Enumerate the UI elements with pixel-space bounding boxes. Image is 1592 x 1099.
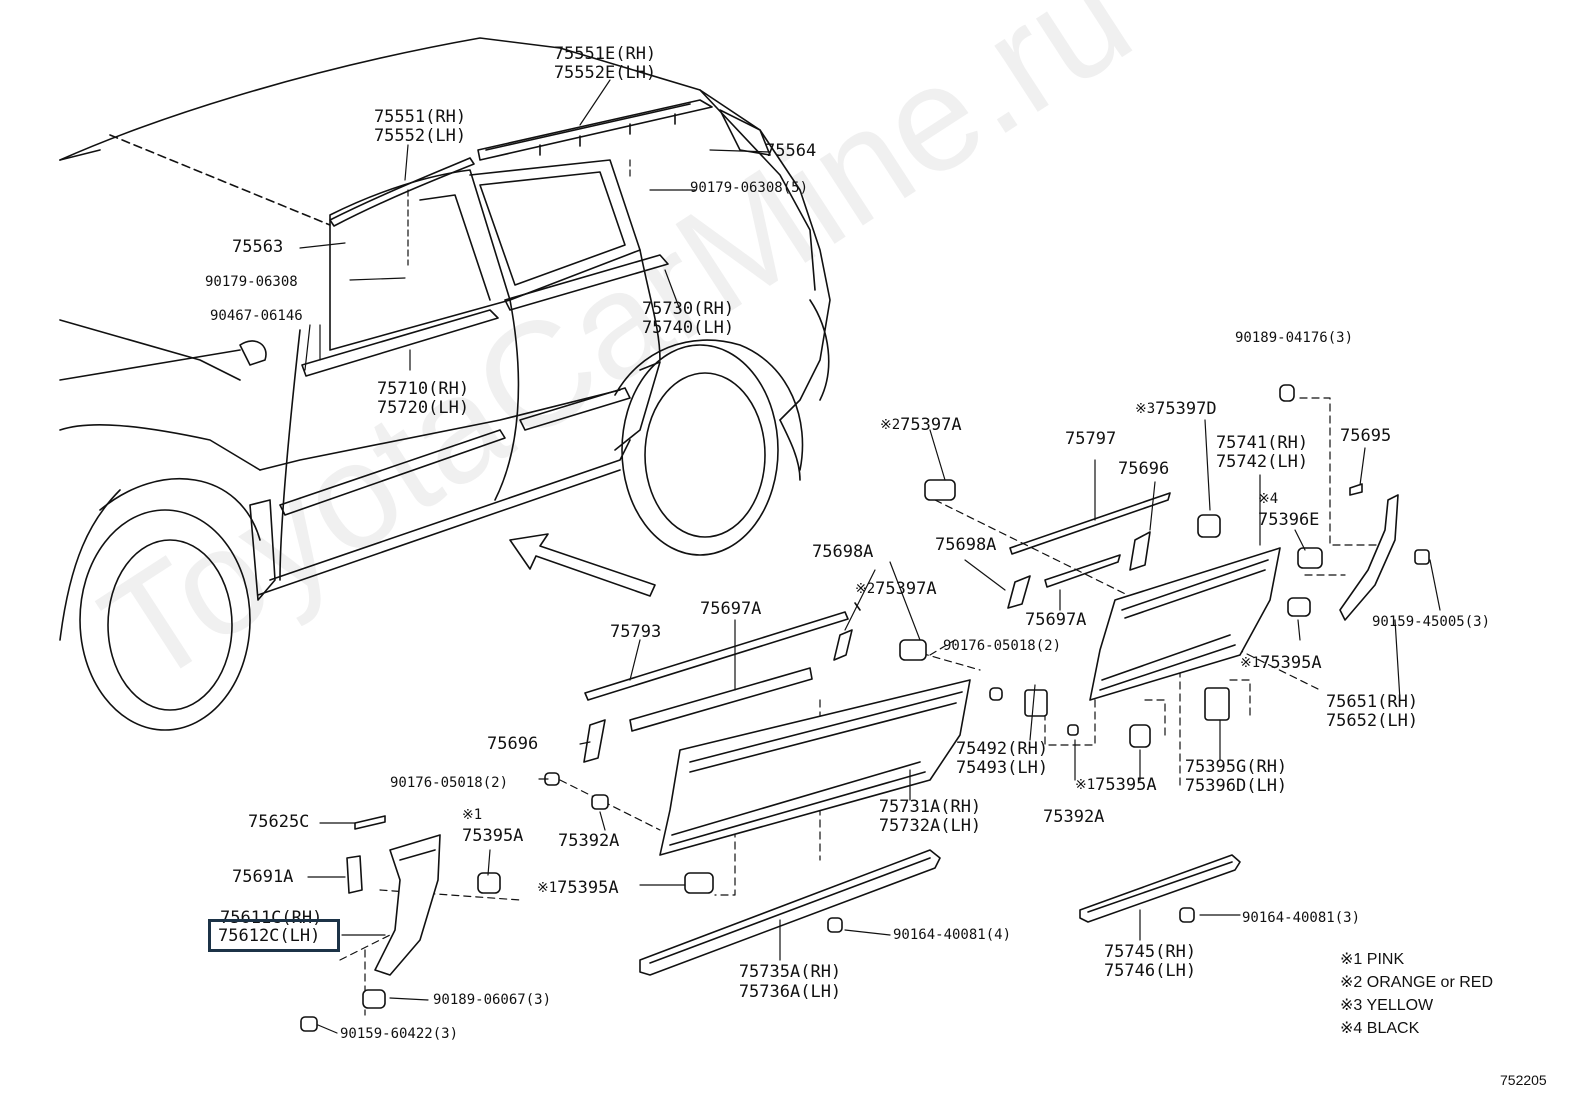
part-90159-60422[interactable]: 90159-60422(3)	[340, 1026, 459, 1042]
quarter-molding-75741	[1089, 547, 1281, 701]
part-75731A[interactable]: 75731A(RH)	[878, 797, 982, 817]
part-90176-05018-left[interactable]: 90176-05018(2)	[390, 775, 509, 791]
part-75625C[interactable]: 75625C	[248, 812, 310, 832]
part-75397A-lower[interactable]: ※275397A	[855, 579, 937, 599]
direction-arrow	[509, 533, 656, 597]
part-75395A-right[interactable]: ※175395A	[1240, 653, 1322, 673]
part-75564[interactable]: 75564	[765, 141, 817, 161]
part-75697A-right[interactable]: 75697A	[1025, 610, 1087, 630]
part-75395A-left[interactable]: 75395A	[462, 826, 524, 846]
part-75552E[interactable]: 75552E(LH)	[553, 63, 657, 83]
part-90164-40081-right[interactable]: 90164-40081(3)	[1242, 910, 1361, 926]
part-75611C[interactable]: 75611C(RH)	[220, 908, 323, 928]
part-75551[interactable]: 75551(RH)	[373, 107, 467, 127]
selected-part-highlight	[208, 919, 340, 952]
part-75710[interactable]: 75710(RH)	[376, 379, 470, 399]
legend-item: ※4 BLACK	[1340, 1020, 1420, 1037]
part-75612C[interactable]: 75612C(LH)	[218, 926, 321, 946]
part-75392A-left[interactable]: 75392A	[558, 831, 620, 851]
part-90179-06308-5[interactable]: 90179-06308(5)	[690, 180, 809, 196]
part-75552[interactable]: 75552(LH)	[373, 126, 467, 146]
part-75493[interactable]: 75493(LH)	[955, 758, 1049, 778]
roof-rails	[329, 99, 713, 227]
part-90189-06067[interactable]: 90189-06067(3)	[433, 992, 552, 1008]
part-75698A-right[interactable]: 75698A	[935, 535, 997, 555]
part-75735A[interactable]: 75735A(RH)	[738, 962, 842, 982]
diagram-number: 752205	[1500, 1072, 1547, 1088]
part-90176-05018-right[interactable]: 90176-05018(2)	[943, 638, 1062, 654]
part-75551E[interactable]: 75551E(RH)	[553, 44, 657, 64]
part-75745[interactable]: 75745(RH)	[1103, 942, 1197, 962]
part-90467-06146[interactable]: 90467-06146	[210, 308, 303, 324]
part-75392A-right[interactable]: 75392A	[1043, 807, 1105, 827]
part-75396D[interactable]: 75396D(LH)	[1184, 776, 1288, 796]
belt-moldings	[279, 254, 669, 516]
part-75732A[interactable]: 75732A(LH)	[878, 816, 982, 836]
legend-item: ※3 YELLOW	[1340, 997, 1434, 1014]
part-75793[interactable]: 75793	[610, 622, 662, 642]
part-75395G[interactable]: 75395G(RH)	[1184, 757, 1288, 777]
part-75651[interactable]: 75651(RH)	[1325, 692, 1419, 712]
mark-4: ※4	[1258, 491, 1279, 507]
part-75741[interactable]: 75741(RH)	[1215, 433, 1309, 453]
part-75740[interactable]: 75740(LH)	[641, 318, 735, 338]
part-75698A-left[interactable]: 75698A	[812, 542, 874, 562]
part-75397A-mark2[interactable]: ※275397A	[880, 415, 962, 435]
part-75397D-mark3[interactable]: ※375397D	[1135, 399, 1217, 419]
part-75395A-mid[interactable]: ※175395A	[1075, 775, 1157, 795]
part-90179-06308[interactable]: 90179-06308	[205, 274, 298, 290]
mark-1-left: ※1	[462, 807, 483, 823]
part-75652[interactable]: 75652(LH)	[1325, 711, 1419, 731]
car-body-outline	[59, 37, 831, 731]
part-75797[interactable]: 75797	[1065, 429, 1117, 449]
part-75730[interactable]: 75730(RH)	[641, 299, 735, 319]
part-90164-40081-left[interactable]: 90164-40081(4)	[893, 927, 1012, 943]
clips-right	[899, 384, 1430, 748]
part-90189-04176[interactable]: 90189-04176(3)	[1235, 330, 1354, 346]
part-75696-upper[interactable]: 75696	[1118, 459, 1170, 479]
part-75720[interactable]: 75720(LH)	[376, 398, 470, 418]
part-75742[interactable]: 75742(LH)	[1215, 452, 1309, 472]
part-75736A[interactable]: 75736A(LH)	[738, 982, 842, 1002]
legend-item: ※1 PINK	[1340, 951, 1405, 968]
color-legend: ※1 PINK ※2 ORANGE or RED ※3 YELLOW ※4 BL…	[1340, 948, 1493, 1040]
rocker-molding-75745	[1079, 854, 1241, 923]
part-75395A-bottom[interactable]: ※175395A	[537, 878, 619, 898]
part-75696-lower[interactable]: 75696	[487, 734, 539, 754]
door-molding-75731A	[659, 679, 971, 856]
bumper-side-75651	[1339, 494, 1399, 621]
part-75695[interactable]: 75695	[1340, 426, 1392, 446]
rocker-molding-75735A	[639, 849, 941, 976]
fender-molding-75611C	[374, 834, 441, 976]
part-75697A-left[interactable]: 75697A	[700, 599, 762, 619]
part-75396E[interactable]: 75396E	[1258, 510, 1320, 530]
part-75746[interactable]: 75746(LH)	[1103, 961, 1197, 981]
part-75492[interactable]: 75492(RH)	[955, 739, 1049, 759]
legend-item: ※2 ORANGE or RED	[1340, 974, 1494, 991]
part-75691A[interactable]: 75691A	[232, 867, 294, 887]
part-75563[interactable]: 75563	[232, 237, 284, 257]
part-90159-45005[interactable]: 90159-45005(3)	[1372, 614, 1491, 630]
